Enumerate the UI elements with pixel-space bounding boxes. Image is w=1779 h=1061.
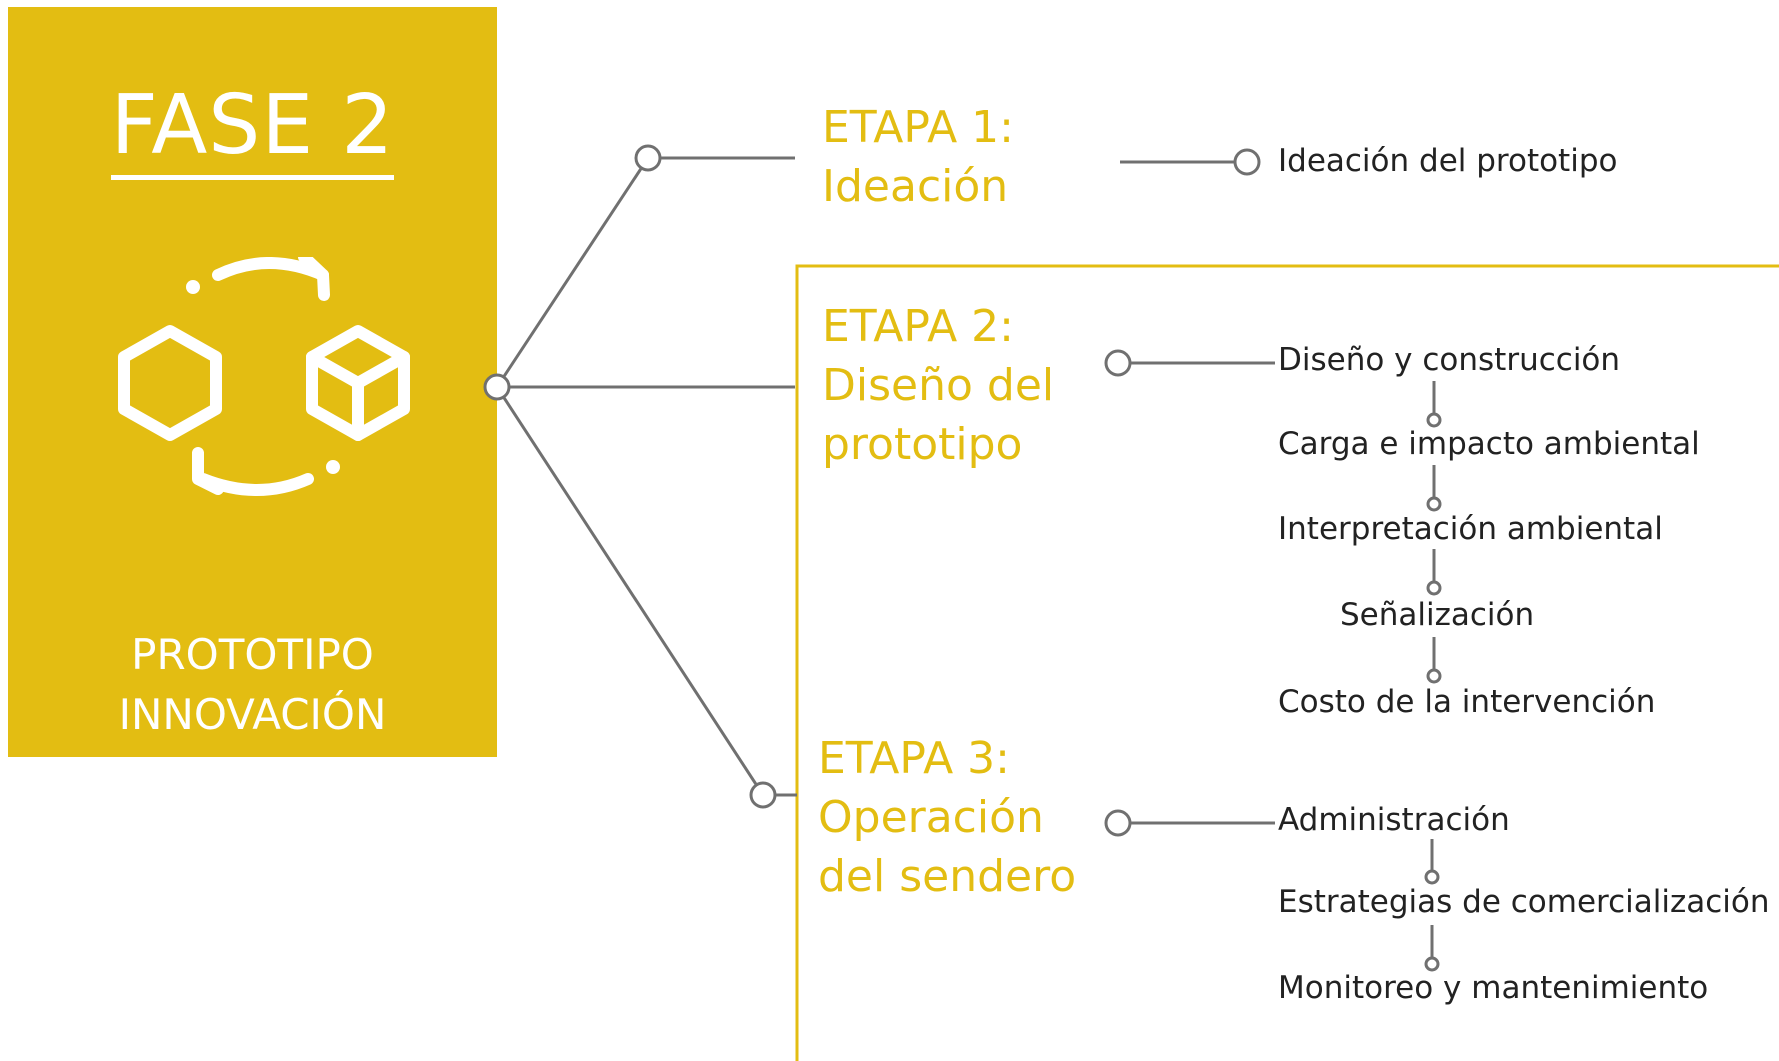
stage2-item: Carga e impacto ambiental <box>1278 426 1700 462</box>
stage1-node <box>634 144 662 172</box>
phase-subtitle: PROTOTIPO INNOVACIÓN <box>8 625 497 745</box>
stage2-item: Diseño y construcción <box>1278 342 1621 378</box>
stage1-name: Ideación <box>822 161 1009 212</box>
stage1-title: ETAPA 1: Ideación <box>822 98 1014 216</box>
cycle-hexagon-cube-icon <box>118 257 410 496</box>
stage3-item: Estrategias de comercialización <box>1278 884 1770 920</box>
stage2-item: Señalización <box>1340 597 1535 633</box>
phase-card: FASE 2 PROTOTIPO INNOVACIÓN <box>8 7 497 757</box>
stage3-node <box>749 781 777 809</box>
branch-line-1 <box>495 157 650 388</box>
root-node <box>483 373 511 401</box>
stage2-name-line2: prototipo <box>822 419 1023 470</box>
stage2-item-node <box>1104 349 1132 377</box>
stage3-item-node <box>1104 809 1132 837</box>
stage2-item: Costo de la intervención <box>1278 684 1656 720</box>
phase-subtitle-line2: INNOVACIÓN <box>118 690 387 739</box>
stage1-item: Ideación del prototipo <box>1278 143 1618 179</box>
phase-subtitle-line1: PROTOTIPO <box>131 630 374 679</box>
stage2-heading: ETAPA 2: <box>822 301 1014 352</box>
stage2-title: ETAPA 2: Diseño del prototipo <box>822 297 1054 474</box>
stage2-name-line1: Diseño del <box>822 360 1055 411</box>
stage3-item: Monitoreo y mantenimiento <box>1278 970 1709 1006</box>
stage3-name-line1: Operación <box>818 792 1044 843</box>
phase-title: FASE 2 <box>8 78 497 180</box>
stage3-item: Administración <box>1278 802 1510 838</box>
stage3-title: ETAPA 3: Operación del sendero <box>818 729 1076 906</box>
stage1-heading: ETAPA 1: <box>822 102 1014 153</box>
branch-line-3 <box>495 386 765 796</box>
stage1-item-node <box>1233 148 1261 176</box>
stage2-item: Interpretación ambiental <box>1278 511 1663 547</box>
stage3-heading: ETAPA 3: <box>818 733 1010 784</box>
stage3-name-line2: del sendero <box>818 851 1077 902</box>
